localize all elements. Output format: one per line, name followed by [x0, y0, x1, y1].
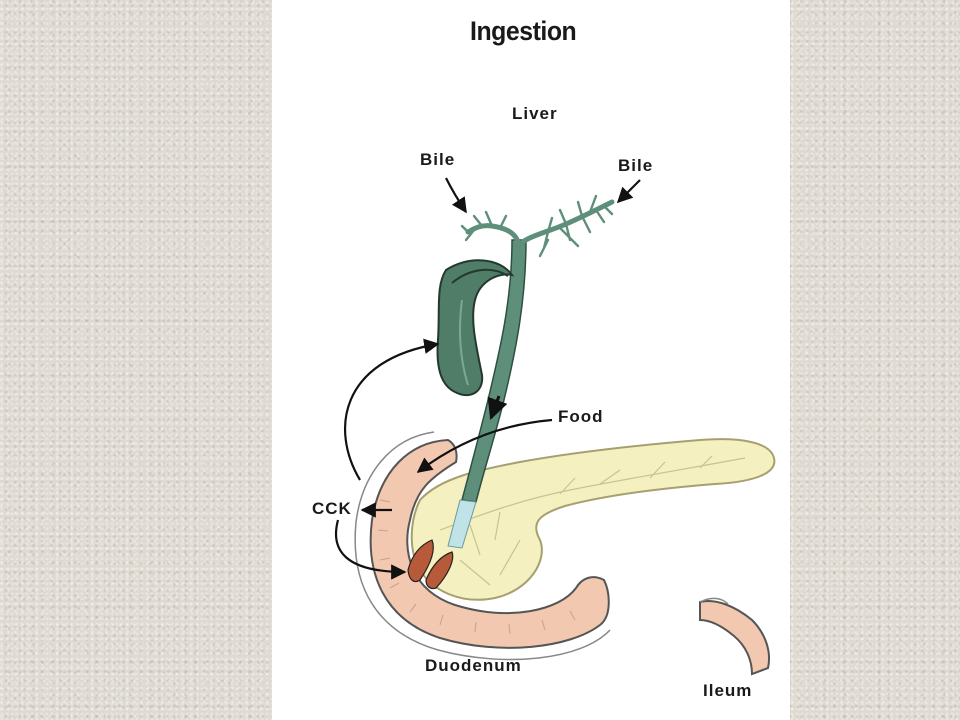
arrow-bile-flow — [487, 395, 508, 420]
duodenum — [354, 431, 611, 661]
label-duodenum: Duodenum — [425, 656, 522, 675]
common-bile-duct — [447, 239, 527, 549]
pancreas — [410, 438, 776, 601]
arrow-bile-right — [616, 179, 641, 204]
arrows — [334, 177, 641, 580]
label-bile-right: Bile — [618, 156, 654, 175]
arrow-bile-left — [445, 177, 467, 214]
ileum-segment — [699, 597, 770, 676]
bile-duct-tree — [460, 194, 615, 258]
label-liver: Liver — [512, 104, 558, 123]
arrow-food — [416, 418, 553, 473]
arrow-cck-sphincter — [334, 519, 407, 580]
arrow-cck-gallbladder — [343, 338, 440, 481]
label-ileum: Ileum — [703, 681, 753, 700]
label-bile-left: Bile — [420, 150, 456, 169]
sphincter — [407, 539, 454, 590]
label-cck: CCK — [312, 499, 352, 518]
label-food: Food — [558, 407, 604, 426]
diagram-title: Ingestion — [470, 16, 577, 46]
